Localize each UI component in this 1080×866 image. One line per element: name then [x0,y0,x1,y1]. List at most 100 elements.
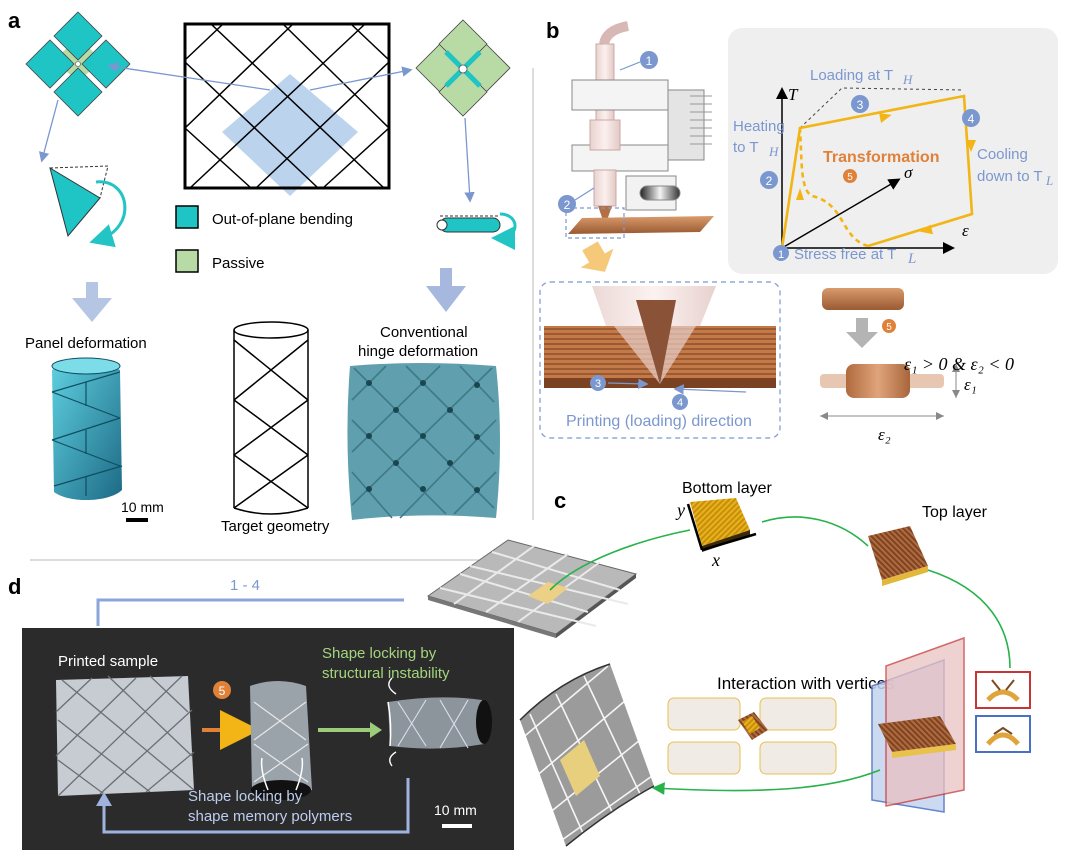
step-badge-3: 3 [590,375,649,391]
label-eps2: ε₂ [878,425,891,444]
label-conventional-2: hinge deformation [358,343,478,360]
zoom-arrow [580,241,614,272]
transformation-path [798,127,869,248]
label-eps1: ε₁ [964,375,977,394]
crease-pattern-grid [183,22,391,196]
label-conventional-1: Conventional [380,324,468,341]
svg-text:L: L [907,251,916,267]
bracket-top [96,598,404,626]
target-geometry-drawing [233,321,309,515]
label-locking-smp-2: shape memory polymers [188,808,352,825]
label-target-geometry: Target geometry [221,518,330,535]
label-heating-to: to T [733,139,759,156]
panel-label-c: c [554,488,566,513]
step-badge-2: 2 [558,195,576,213]
legend: Out-of-plane bending Passive [175,205,353,273]
legend-swatch-passive [175,249,199,273]
legend-label-passive: Passive [212,255,265,272]
pointer-1 [619,61,641,71]
label-panel-deformation: Panel deformation [25,335,147,352]
step-badge-1: 1 [640,51,658,69]
label-heating: Heating [733,118,785,135]
connector-to-vertices [927,569,1011,669]
label-steps-1-4: 1 - 4 [230,577,260,594]
label-locking-instability-1: Shape locking by [322,645,437,662]
printed-sample-photo [55,675,195,797]
panel-label-b: b [546,18,559,43]
label-top-layer: Top layer [922,504,988,521]
big-arrow-left [72,282,112,322]
label-stress-free: Stress free at T [794,246,896,263]
label-locking-instability-2: structural instability [322,665,450,682]
hinge-panels-diamond [415,19,511,117]
legend-label-bending: Out-of-plane bending [212,211,353,228]
svg-text:1: 1 [778,249,784,261]
filament-strain-illustration: 5 [820,288,960,420]
bent-hinge-icon [436,212,517,250]
svg-text:1: 1 [646,54,653,68]
top-layer-tile [868,526,928,586]
hinge-sheet-render [347,363,500,520]
printer-nozzle-render [565,21,714,239]
arrow-grid-to-right [309,66,413,91]
connector-to-curved [651,769,881,795]
inset-blue [975,715,1031,753]
axis-label-T: T [788,85,799,104]
label-loading: Loading at T [810,67,893,84]
zoom-box [539,281,781,439]
bracket-bottom-head [96,792,112,806]
svg-text:H: H [902,72,913,87]
arrow-grid-to-left [107,62,271,91]
svg-text:4: 4 [968,112,975,126]
svg-text:2: 2 [766,174,773,188]
svg-text:3: 3 [857,98,864,112]
label-locking-smp-1: Shape locking by [188,788,303,805]
pointer-2 [574,187,595,201]
zoom-printing-render [544,286,776,388]
svg-text:H: H [768,144,779,159]
arrow-left-down [38,99,59,163]
bent-panel-icon [49,165,127,248]
connector-top-layer [761,516,869,547]
locked-sample-photo [387,677,492,767]
curved-sheet-render [519,663,655,847]
loading-path [780,94,974,249]
label-printing-direction: Printing (loading) direction [566,413,752,430]
cycle-diagram-box [728,28,1058,274]
panel-label-d: d [8,574,21,599]
legend-swatch-bending [175,205,199,229]
label-bottom-layer: Bottom layer [682,480,772,497]
axis-label-x: x [711,550,720,570]
step-badge-4: 4 [672,384,747,410]
svg-text:5: 5 [886,322,892,333]
svg-text:5: 5 [847,172,853,183]
label-transformation: Transformation [823,149,939,166]
label-cooling: Cooling [977,146,1028,163]
svg-text:3: 3 [595,378,601,390]
svg-text:L: L [1045,173,1053,188]
bending-panels-diamond [25,11,131,117]
svg-text:4: 4 [677,397,683,409]
arrow-right-down [464,117,475,203]
axis-stress [781,178,901,249]
scale-bar-d-label: 10 mm [434,802,477,818]
label-interaction-vertices: Interaction with vertices [717,674,895,693]
label-strain-condition: ε₁ > 0 & ε₂ < 0 [904,354,1014,374]
twisted-tube-render [51,357,123,501]
svg-text:5: 5 [219,684,226,698]
scale-bar-a-label: 10 mm [121,499,164,515]
label-printed-sample: Printed sample [58,653,158,670]
curled-sample-photo [250,681,312,800]
axis-label-eps: ε [962,221,969,240]
bracket-bottom [102,778,410,834]
step-badge-5-d: 5 [213,681,231,699]
crease-sheet-gray [426,539,638,638]
svg-text:2: 2 [564,198,571,212]
axis-label-y: y [675,500,685,520]
thermomechanical-cycle: T σ ε 1 Stress free at T L 2 Heating to … [733,67,1053,267]
vertex-cross-section [871,636,965,813]
big-arrow-right [426,268,466,312]
panel-label-a: a [8,8,21,33]
arrow-green-head [370,722,382,738]
